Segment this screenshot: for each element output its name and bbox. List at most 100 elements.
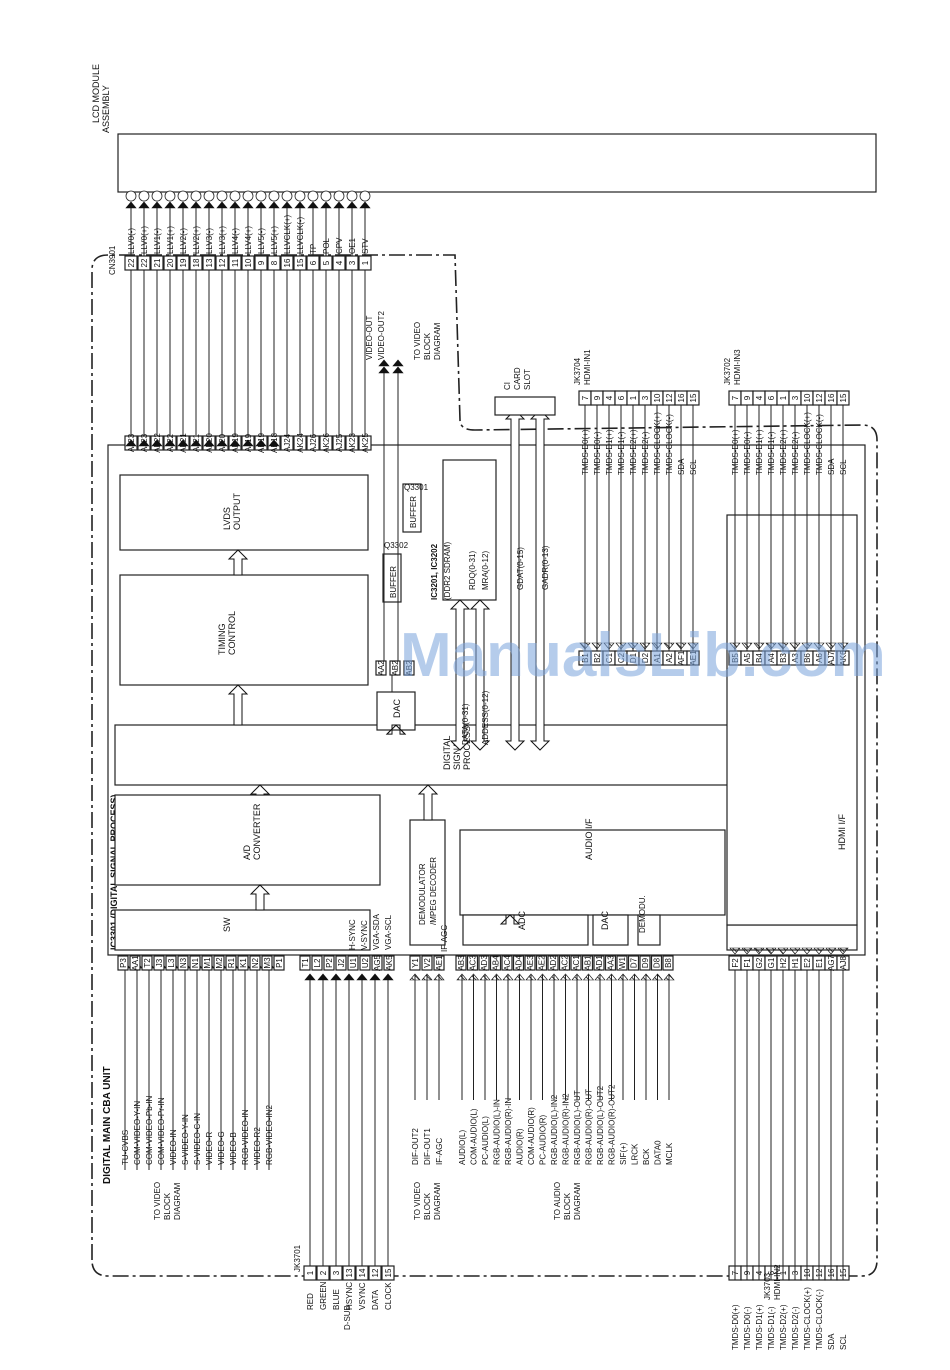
dif-pin xyxy=(433,955,445,971)
cn3901-pin-number xyxy=(241,255,255,271)
lvds-out-arrow xyxy=(177,439,189,447)
video-in-pin xyxy=(129,955,141,971)
ic-lvds-pin xyxy=(345,435,359,451)
lcd-pin-circle xyxy=(359,190,371,202)
audio-in-signal: MCLK xyxy=(665,1142,674,1165)
demodu-block xyxy=(637,914,661,946)
jk3703-ic-pin-label: H2 xyxy=(779,957,788,968)
video-in-pin xyxy=(117,955,129,971)
video-in-dest-label: BLOCK xyxy=(163,1192,172,1220)
lcd-pin-circle xyxy=(164,190,176,202)
audio-in-signal: LRCK xyxy=(631,1143,640,1165)
vga-arrow xyxy=(330,973,342,981)
svg-text:ASSEMBLY: ASSEMBLY xyxy=(101,85,111,133)
video-in-pin xyxy=(165,955,177,971)
cn3901-pin-number xyxy=(163,255,177,271)
cn3901-pin-number xyxy=(137,255,151,271)
adc-block xyxy=(462,914,589,946)
lvds-signal-arrow xyxy=(216,201,228,209)
dif-signal: DIF-OUT1 xyxy=(423,1128,432,1165)
video-in-signal: S-VIDEO-C-IN xyxy=(193,1113,202,1165)
ic-lvds-pin-label: AK23 xyxy=(348,433,357,453)
cn3901-pin-number xyxy=(345,255,359,271)
video-in-pin-label: AA1 xyxy=(131,955,140,971)
video-in-pin xyxy=(201,955,213,971)
audio-if-label: AUDIO I/F xyxy=(584,818,594,860)
audio-in-signal: RGB-AUDIO(L)-OUT xyxy=(573,1090,582,1165)
lvds-out-arrow xyxy=(242,439,254,447)
lcd-pin-circle xyxy=(125,190,137,202)
jk3702-arrow xyxy=(801,642,813,650)
lcd-pin-circle xyxy=(333,190,345,202)
jk3701-pin-signal: HSYNC xyxy=(345,1282,354,1310)
jk3704-ic-pin-label: A2 xyxy=(665,653,674,663)
cn3901-pin-signal: LLV2(+) xyxy=(192,226,201,254)
rdq-label: RDQ(0-31) xyxy=(468,551,477,590)
video-in-dest-label: DIAGRAM xyxy=(173,1182,182,1220)
video-in-pin xyxy=(153,955,165,971)
cn3901-pin-number-label: 21 xyxy=(153,258,162,267)
dif-arrow xyxy=(421,973,433,981)
cn3901-pin-signal: LLVCLK(+) xyxy=(283,214,292,254)
sdram-title: IC3201, IC3202 xyxy=(430,543,439,600)
cn3901-pin-signal: LLV3(-) xyxy=(205,228,214,254)
ic-lvds-pin xyxy=(319,435,333,451)
lvds-ctrl-arrow xyxy=(320,201,332,209)
lcd-pin-circle xyxy=(307,190,319,202)
ic-lvds-pin xyxy=(280,435,294,451)
video-in-pin-label: M1 xyxy=(203,957,212,969)
lcd-pin-circle xyxy=(229,190,241,202)
jk3701-pin-signal: BLUE xyxy=(332,1289,341,1310)
video-in-signal: COM-VIDEO-Y-IN xyxy=(133,1101,142,1165)
cn3901-pin-number-label: 22 xyxy=(140,258,149,267)
jk3701-pin-number-label: 13 xyxy=(345,1268,354,1277)
jk3702-ic-pin-label: A3 xyxy=(791,653,800,663)
audio-in-pin-label: AB4 xyxy=(492,955,501,971)
jk3703-arrow xyxy=(729,947,741,955)
jk3702-arrow xyxy=(837,642,849,650)
audio-in-pin-label: D8 xyxy=(653,957,662,968)
audio-in-pin xyxy=(501,955,513,971)
jk3702-pin-number-label: 3 xyxy=(791,395,800,400)
jk3704-pin-number-label: 3 xyxy=(641,395,650,400)
audio-in-signal: RGB-AUDIO(L)-OUT2 xyxy=(596,1085,605,1165)
audio-in-arrow xyxy=(502,973,514,981)
pin-ab2a xyxy=(389,660,401,676)
cn3901-pin-signal: TP xyxy=(309,244,318,254)
jk3702-name: JK3702 xyxy=(723,357,732,385)
video-in-pin xyxy=(141,955,153,971)
cn3901-pin-number-label: 1 xyxy=(361,260,370,265)
jk3704-pin-number-label: 10 xyxy=(653,393,662,402)
cn3901-pin-number xyxy=(306,255,320,271)
buffer-2-label: BUFFER xyxy=(409,496,418,528)
dif-pin xyxy=(409,955,421,971)
jk3704-ic-pin xyxy=(686,650,700,666)
hdmi-if-block xyxy=(726,924,858,951)
jk3702-arrow xyxy=(777,642,789,650)
dsp-label: PROCESS xyxy=(462,726,472,770)
jk3702-pin-number-label: 16 xyxy=(827,393,836,402)
pin-aa2 xyxy=(375,660,387,676)
lcd-pin-circle xyxy=(268,190,280,202)
video-dac-label: DAC xyxy=(392,698,402,718)
audio-dac-block xyxy=(592,914,629,946)
audio-in-pin-label: AA3 xyxy=(607,955,616,971)
lvds-ctrl-arrow xyxy=(346,201,358,209)
video-out-label: VIDEO-OUT2 xyxy=(377,311,386,360)
audio-in-pin xyxy=(535,955,548,971)
ic-lvds-pin-label: AK26 xyxy=(322,433,331,453)
vga-arrow xyxy=(304,973,316,981)
lvds-signal-arrow xyxy=(268,201,280,209)
data-bus-label: DATA(0-31) xyxy=(461,703,470,745)
timing-control-label: CONTROL xyxy=(227,611,237,655)
gadr-bus-label: GADR(0-13) xyxy=(541,545,550,590)
cn3901-pin-number xyxy=(280,255,294,271)
audio-in-signal: RGB-AUDIO(R)-OUT2 xyxy=(608,1084,617,1165)
dif-pin-label: V2 xyxy=(423,958,432,968)
jk3704-ic-pin-label: D2 xyxy=(641,652,650,663)
sw-to-adc-arrow xyxy=(249,884,271,911)
jk3704-arrow xyxy=(603,642,615,650)
vga-arrow xyxy=(317,973,329,981)
video-in-pin xyxy=(237,955,249,971)
video-in-signal: COM-VIDEO-Pr-IN xyxy=(157,1097,166,1165)
